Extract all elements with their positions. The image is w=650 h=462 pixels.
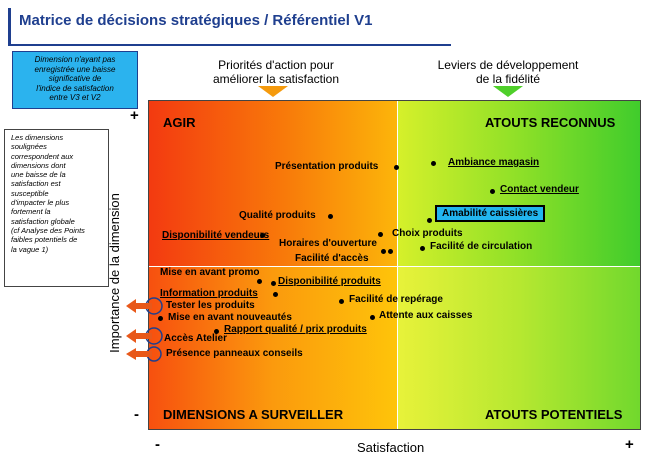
note-line: satisfaction est [11,179,61,189]
item-dot [257,279,262,284]
item-dot [214,329,219,334]
note-line: susceptible [11,188,49,198]
left-arrow-icon [126,329,152,343]
orange-down-arrow-icon [258,86,288,97]
y-axis-plus: + [130,107,139,124]
item-dot [271,281,276,286]
quadrant-label-atouts-reconnus: ATOUTS RECONNUS [485,115,616,130]
note-line: dimensions dont [11,160,66,170]
item-facilite-circulation: Facilité de circulation [430,241,533,252]
note-line: faibles potentiels de [11,235,78,245]
header-line: Leviers de développement [437,58,579,72]
item-dot [339,299,344,304]
item-information-produits: Information produits [160,288,258,299]
quadrant-agir [149,101,397,266]
item-dot [370,315,375,320]
item-dot [378,232,383,237]
item-acces-atelier: Accès Atelier [164,333,227,344]
quadrant-label-atouts-potentiels: ATOUTS POTENTIELS [485,407,623,422]
vertical-divider [397,101,398,429]
item-facilite-acces: Facilité d'accès [295,253,369,264]
horizontal-divider [149,266,640,267]
item-dot [490,189,495,194]
note-line: Dimension n'ayant pas [34,55,116,64]
green-down-arrow-icon [493,86,523,97]
item-presence-panneaux: Présence panneaux conseils [166,348,303,359]
note-line: Les dimensions [11,133,64,142]
note-line: entre V3 et V2 [49,93,101,102]
note-line: satisfaction globale [11,216,75,226]
item-facilite-reperage: Facilité de repérage [349,294,443,305]
note-line: soulignées [11,142,47,152]
note-line: la vague 1) [11,244,49,254]
item-disponibilite-vendeurs: Disponibilité vendeurs [162,230,270,241]
item-dot [158,316,163,321]
item-qualite-produits: Qualité produits [239,210,316,221]
header-line: Priorités d'action pour [218,58,334,72]
item-presentation-produits: Présentation produits [275,161,379,172]
item-dot [328,214,333,219]
item-dot [427,218,432,223]
item-disponibilite-produits: Disponibilité produits [278,276,381,287]
item-dot [388,249,393,254]
item-choix-produits: Choix produits [392,228,463,239]
item-rapport-qualite-prix: Rapport qualité / prix produits [224,324,367,335]
quadrant-atouts-reconnus [397,101,640,266]
item-mise-en-avant-nouveautes: Mise en avant nouveautés [168,312,292,323]
header-levers: Leviers de développement de la fidélité [418,58,598,86]
item-tester-produits: Tester les produits [166,300,255,311]
side-arrows [126,297,163,362]
x-axis-plus: + [625,436,634,453]
y-axis-minus: - [134,406,139,423]
note-line: correspondent aux [11,151,74,161]
note-underlined-dimensions: Les dimensions soulignées correspondent … [4,129,109,287]
x-axis-label: Satisfaction [357,440,425,455]
item-amabilite-caissieres: Amabilité caissières [435,205,546,222]
item-attente-caisses: Attente aux caisses [379,310,473,321]
item-dot [420,246,425,251]
item-dot [431,161,436,166]
left-arrow-icon [126,299,152,313]
decision-matrix: AGIR ATOUTS RECONNUS DIMENSIONS A SURVEI… [148,100,641,430]
title-box: Matrice de décisions stratégiques / Réfé… [8,8,451,46]
quadrant-label-agir: AGIR [163,115,196,130]
page-title: Matrice de décisions stratégiques / Réfé… [19,12,373,29]
note-line: enregistrée une baisse [34,64,116,74]
note-line: fortement la [11,207,51,217]
y-axis-label: Importance de la dimension [107,193,122,353]
item-horaires-ouverture: Horaires d'ouverture [279,238,377,249]
item-mise-en-avant-promo: Mise en avant promo [160,267,260,278]
left-arrow-icon [126,348,152,360]
header-priorities: Priorités d'action pour améliorer la sat… [196,58,356,86]
item-dot [394,165,399,170]
item-dot [381,249,386,254]
header-line: de la fidélité [475,72,541,86]
x-axis-minus: - [155,436,160,453]
item-contact-vendeur: Contact vendeur [500,184,579,195]
item-dot [273,292,278,297]
note-line: (cf Analyse des Points [11,225,85,235]
quadrant-label-dimensions-a-surveiller: DIMENSIONS A SURVEILLER [163,407,344,422]
quadrant-atouts-potentiels [397,266,640,429]
item-dot [260,233,265,238]
note-line: significative de [48,74,102,83]
note-line: l'indice de satisfaction [36,83,114,93]
note-line: d'impacter le plus [11,198,70,208]
note-line: une baisse de la [11,170,66,180]
header-line: améliorer la satisfaction [212,72,340,86]
note-unchanged-dimension: Dimension n'ayant pas enregistrée une ba… [12,51,138,109]
item-ambiance-magasin: Ambiance magasin [448,157,540,168]
